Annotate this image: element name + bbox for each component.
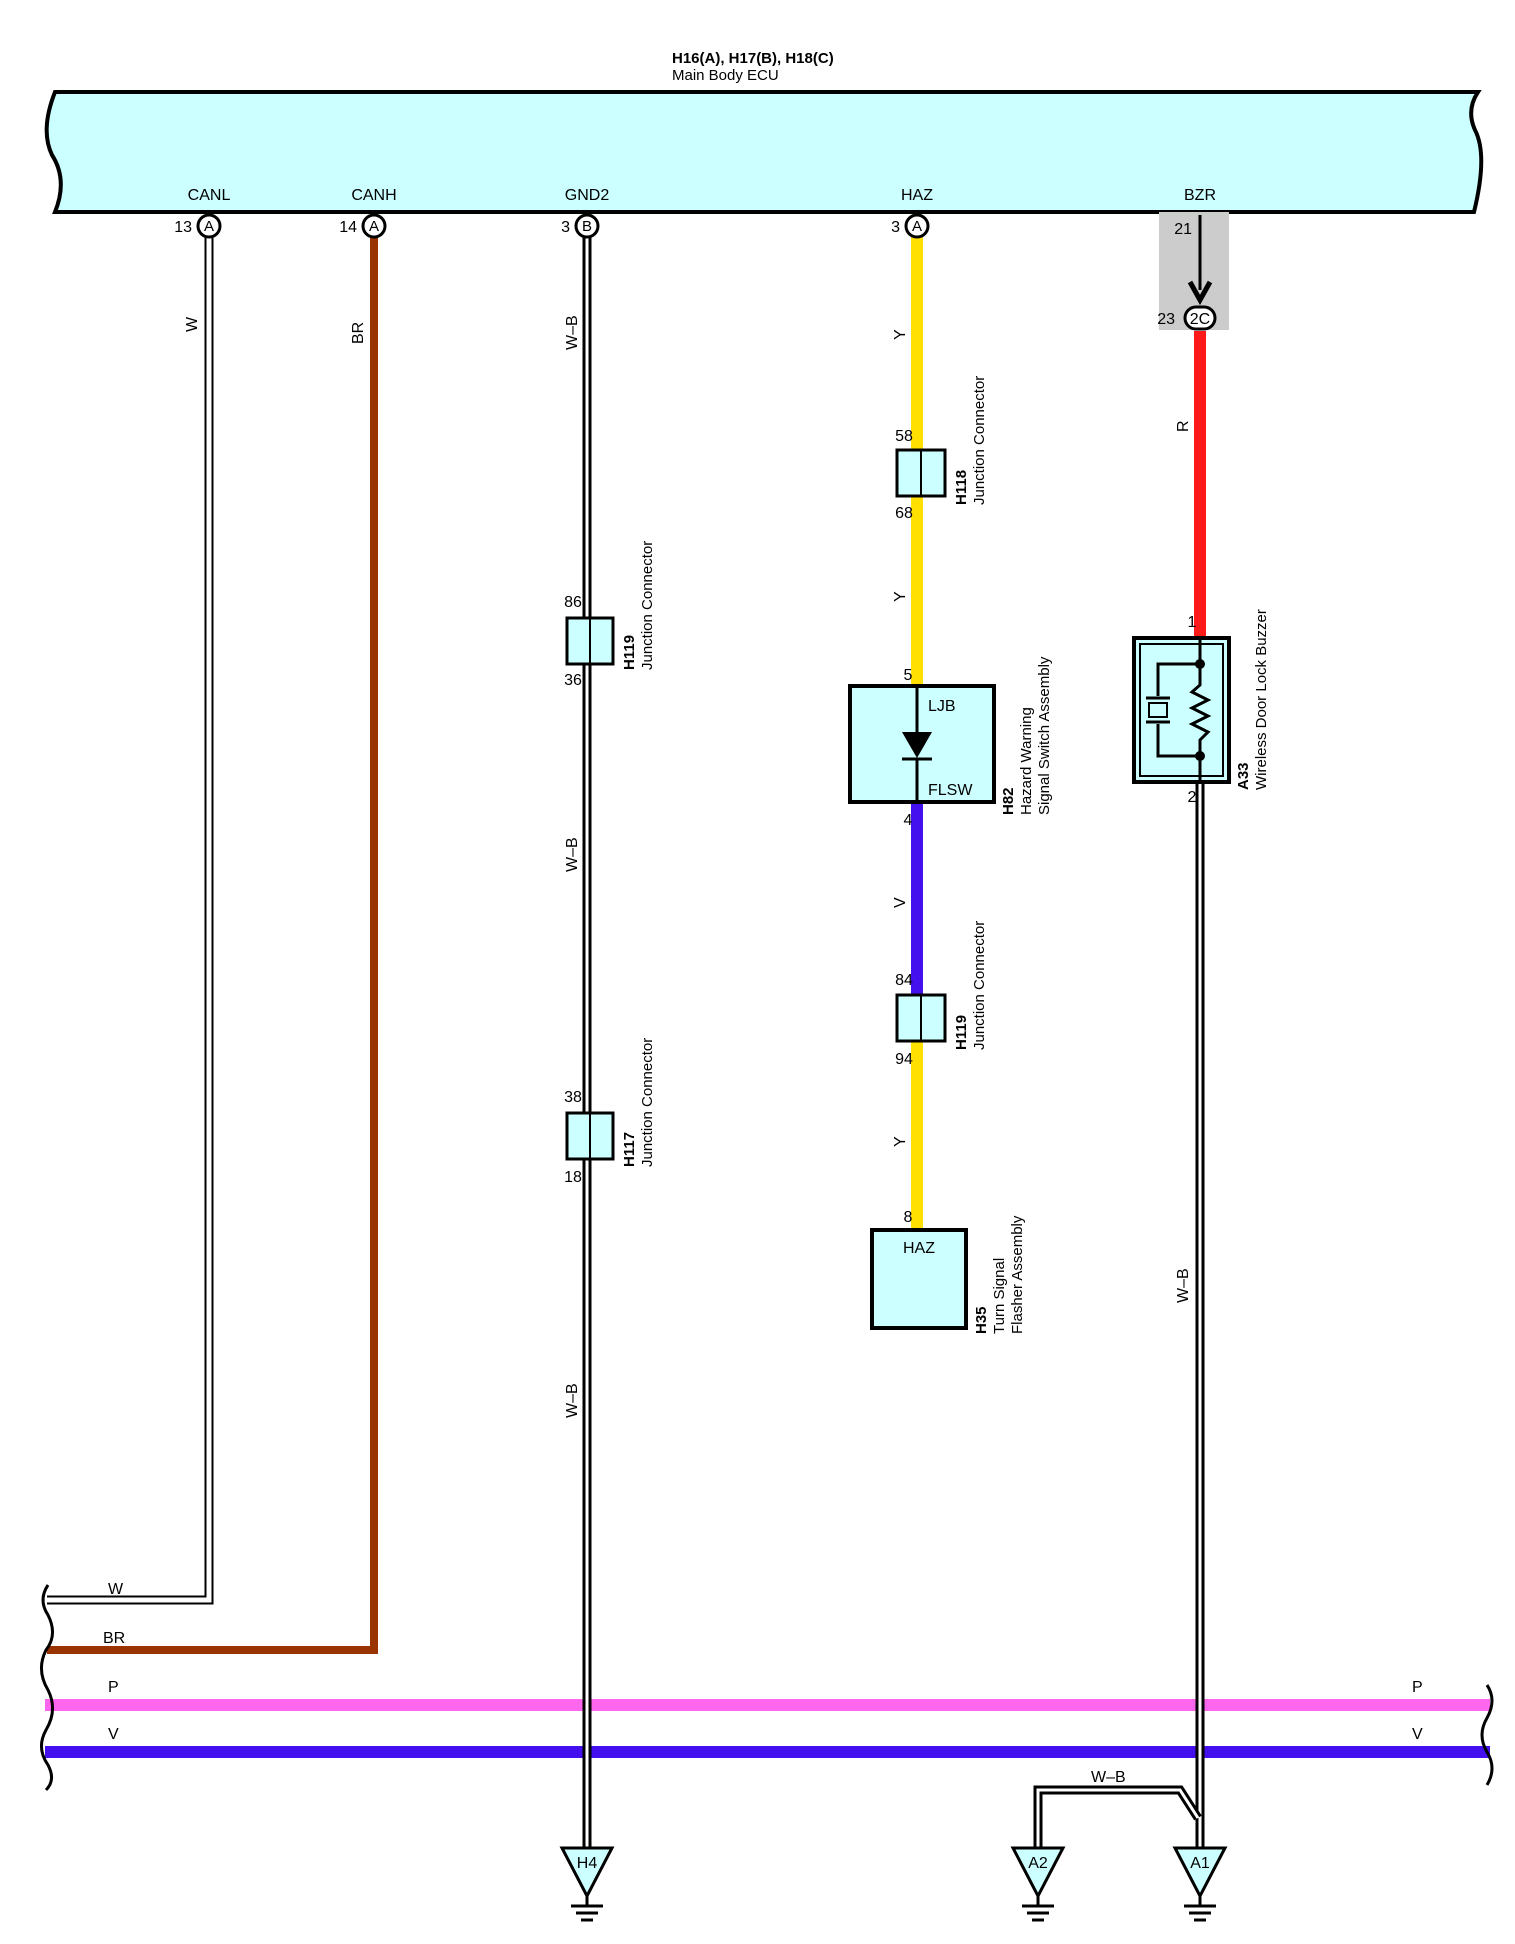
wire-label-bottom-br: BR — [103, 1630, 125, 1647]
ground-h4-icon: H4 — [559, 1846, 615, 1922]
wire-label-a2-jumper: W–B — [1091, 1769, 1126, 1786]
svg-text:FLSW: FLSW — [928, 782, 973, 799]
svg-text:3: 3 — [891, 219, 900, 236]
svg-text:Signal Switch Assembly: Signal Switch Assembly — [1036, 656, 1053, 815]
wire-label-bzr-a: R — [1175, 420, 1192, 432]
ecu-connector-ids: H16(A), H17(B), H18(C) — [672, 50, 834, 67]
wire-a2-jumper — [1033, 1785, 1202, 1850]
svg-text:18: 18 — [564, 1169, 582, 1186]
svg-text:5: 5 — [904, 667, 913, 684]
wire-label-gnd2-b: W–B — [564, 837, 581, 872]
svg-text:Junction Connector: Junction Connector — [639, 1038, 656, 1167]
svg-text:Junction Connector: Junction Connector — [639, 541, 656, 670]
wire-label-p-left: P — [108, 1679, 119, 1696]
svg-text:14: 14 — [339, 219, 357, 236]
svg-text:86: 86 — [564, 594, 582, 611]
pin-label-bzr: BZR — [1184, 187, 1216, 204]
break-mark-right — [1480, 1684, 1494, 1786]
svg-text:Junction Connector: Junction Connector — [971, 376, 988, 505]
inline-connector-2c — [1183, 305, 1217, 331]
wire-label-canl: W — [184, 316, 201, 332]
ecu-body — [44, 90, 1484, 214]
svg-text:1: 1 — [1188, 614, 1197, 631]
wire-label-canh: BR — [350, 322, 367, 344]
ecu-pin-bzr-num: 21 — [1174, 221, 1192, 238]
svg-text:8: 8 — [904, 1209, 913, 1226]
svg-text:84: 84 — [895, 972, 913, 989]
svg-text:A: A — [369, 218, 379, 235]
wire-label-v-right: V — [1412, 1726, 1423, 1743]
inline-connector-id: 2C — [1190, 311, 1210, 328]
wire-label-haz-c: V — [892, 897, 909, 908]
svg-text:36: 36 — [564, 672, 582, 689]
wire-label-gnd2-a: W–B — [564, 315, 581, 350]
svg-text:58: 58 — [895, 428, 913, 445]
pin-label-canl: CANL — [188, 187, 231, 204]
ecu-pin-canh: A 14 — [339, 213, 387, 239]
svg-text:H35: H35 — [973, 1306, 990, 1334]
inline-connector-arrow — [1187, 280, 1213, 306]
junction-connector-h118: 58 68 H118 Junction Connector — [895, 376, 988, 522]
wire-label-bzr-b: W–B — [1175, 1268, 1192, 1303]
hazard-warning-switch-h82: LJB FLSW 5 4 H82 Hazard Warning Signal S… — [848, 656, 1053, 829]
junction-connector-h119-gnd: 86 36 H119 Junction Connector — [564, 541, 656, 689]
pin-label-haz: HAZ — [901, 187, 933, 204]
svg-text:H82: H82 — [1000, 787, 1017, 815]
svg-text:Turn Signal: Turn Signal — [991, 1258, 1008, 1334]
inline-connector-num: 23 — [1157, 311, 1175, 328]
svg-text:A: A — [204, 218, 214, 235]
wire-label-haz-b: Y — [892, 591, 909, 602]
ecu-pin-gnd2: B 3 — [561, 213, 600, 239]
svg-text:H119: H119 — [621, 635, 638, 670]
svg-text:94: 94 — [895, 1051, 913, 1068]
svg-text:H118: H118 — [953, 470, 970, 505]
junction-connector-h119-haz: 84 94 H119 Junction Connector — [895, 921, 988, 1068]
svg-text:Junction Connector: Junction Connector — [971, 921, 988, 1050]
wire-canh — [47, 226, 378, 1654]
ecu-pin-haz: A 3 — [891, 213, 930, 239]
pin-label-gnd2: GND2 — [565, 187, 610, 204]
svg-text:13: 13 — [174, 219, 192, 236]
wire-label-haz-d: Y — [892, 1136, 909, 1147]
svg-text:A33: A33 — [1235, 762, 1252, 790]
svg-text:B: B — [582, 218, 592, 235]
svg-text:38: 38 — [564, 1089, 582, 1106]
svg-text:H119: H119 — [953, 1015, 970, 1050]
turn-signal-flasher-h35: HAZ 8 H35 Turn Signal Flasher Assembly — [870, 1209, 1026, 1334]
pin-label-canh: CANH — [351, 187, 396, 204]
svg-text:A1: A1 — [1190, 1855, 1210, 1872]
svg-text:2: 2 — [1188, 789, 1197, 806]
svg-text:68: 68 — [895, 505, 913, 522]
svg-text:HAZ: HAZ — [903, 1240, 935, 1257]
svg-text:4: 4 — [904, 812, 913, 829]
resistor-icon — [1188, 664, 1212, 756]
svg-text:Hazard Warning: Hazard Warning — [1018, 707, 1035, 815]
svg-text:LJB: LJB — [928, 698, 956, 715]
ecu-pin-canl: A 13 — [174, 213, 222, 239]
wire-label-gnd2-c: W–B — [564, 1383, 581, 1418]
svg-text:Flasher Assembly: Flasher Assembly — [1009, 1215, 1026, 1334]
break-mark-left — [40, 1584, 54, 1792]
svg-text:H4: H4 — [577, 1855, 598, 1872]
ground-a2-icon: A2 — [1010, 1846, 1066, 1922]
svg-text:A2: A2 — [1028, 1855, 1048, 1872]
junction-connector-h117: 38 18 H117 Junction Connector — [564, 1038, 656, 1186]
wire-canl — [47, 226, 214, 1605]
wire-label-v-left: V — [108, 1726, 119, 1743]
wire-label-p-right: P — [1412, 1679, 1423, 1696]
door-lock-buzzer-a33: 1 2 A33 Wireless Door Lock Buzzer — [1132, 609, 1270, 806]
svg-text:3: 3 — [561, 219, 570, 236]
svg-text:A: A — [912, 218, 922, 235]
ground-a1-icon: A1 — [1172, 1846, 1228, 1922]
diode-icon — [902, 732, 932, 758]
ecu-name: Main Body ECU — [672, 67, 779, 84]
wire-label-haz-a: Y — [892, 329, 909, 340]
svg-text:H117: H117 — [621, 1132, 638, 1167]
svg-text:Wireless Door Lock Buzzer: Wireless Door Lock Buzzer — [1253, 609, 1270, 790]
wire-label-bottom-w: W — [108, 1581, 124, 1598]
